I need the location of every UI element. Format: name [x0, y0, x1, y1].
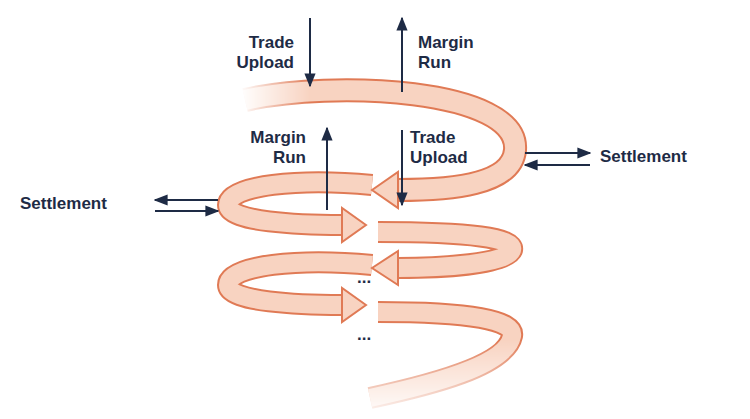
- flow-label: Trade Upload: [222, 33, 294, 72]
- flow-label: Trade Upload: [410, 128, 490, 167]
- flow-label: ...: [357, 268, 371, 288]
- flow-label: Margin Run: [418, 33, 490, 72]
- flow-label: Settlement: [20, 194, 107, 214]
- flow-label: Margin Run: [234, 128, 306, 167]
- flow-label: Settlement: [600, 147, 687, 167]
- flow-label: ...: [357, 325, 371, 345]
